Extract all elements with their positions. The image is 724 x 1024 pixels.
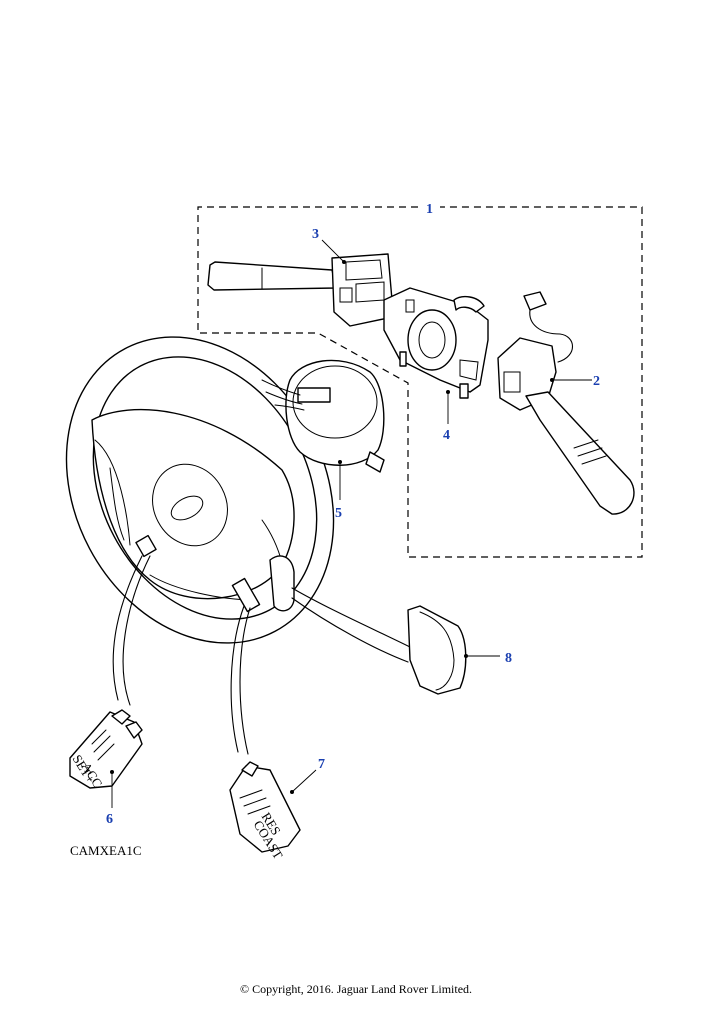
speed-control-switch-7: RES COAST [229, 761, 301, 862]
assembly-boundary [197, 206, 643, 558]
copyright-notice: © Copyright, 2016. Jaguar Land Rover Lim… [240, 982, 472, 996]
left-stalk-switch [207, 253, 393, 327]
callout-8: 8 [505, 651, 512, 666]
callout-7: 7 [318, 757, 325, 772]
callout-3: 3 [312, 227, 319, 242]
steering-wheel [65, 336, 335, 644]
right-stalk-switch [497, 291, 635, 515]
leader-lines [110, 239, 592, 808]
callout-6: 6 [106, 812, 113, 827]
callout-2: 2 [593, 374, 600, 389]
callout-4: 4 [443, 428, 450, 443]
switch-bezel-8 [407, 605, 467, 695]
callout-1: 1 [426, 202, 433, 217]
switch-wiring [112, 555, 413, 755]
callout-5: 5 [335, 506, 342, 521]
rotary-coupler [261, 359, 385, 473]
reference-code: CAMXEA1C [70, 843, 142, 858]
speed-control-switch-6: SET+ ACC [69, 709, 143, 790]
switch-housing [383, 287, 489, 399]
